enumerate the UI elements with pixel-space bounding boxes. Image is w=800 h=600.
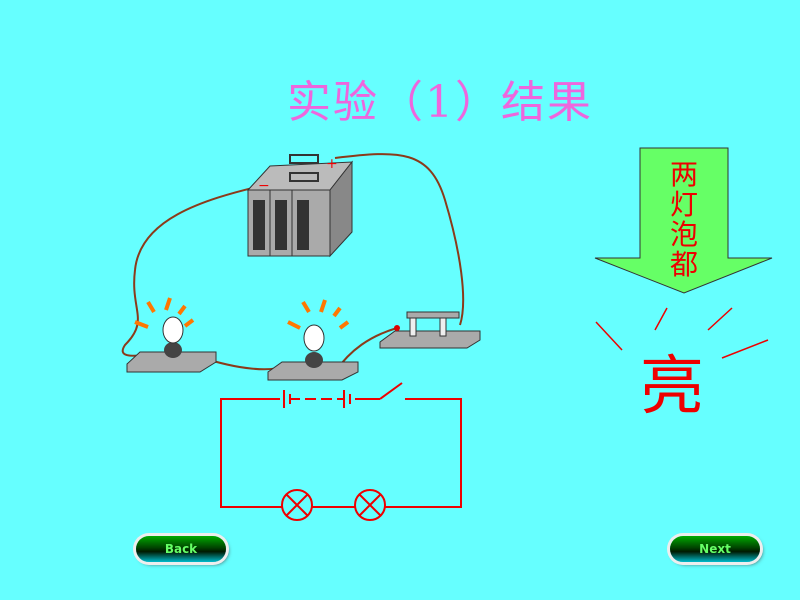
switch-icon <box>379 311 481 349</box>
light-rays-icon <box>595 307 769 359</box>
wire <box>334 153 465 326</box>
svg-text:+: + <box>326 156 338 172</box>
next-button[interactable]: Next <box>670 536 760 562</box>
page-title: 实验（1）结果 <box>287 77 593 128</box>
lamp-2-icon <box>267 299 359 381</box>
down-arrow-icon <box>594 147 773 294</box>
lamp-1-icon <box>126 297 217 373</box>
wire <box>121 184 266 357</box>
battery-icon: − + <box>246 154 354 258</box>
circuit-diagram <box>220 382 462 521</box>
back-button[interactable]: Back <box>136 536 226 562</box>
svg-text:−: − <box>258 178 270 194</box>
result-text: 亮 <box>640 350 704 424</box>
arrow-label: 两灯泡都 <box>669 158 698 281</box>
